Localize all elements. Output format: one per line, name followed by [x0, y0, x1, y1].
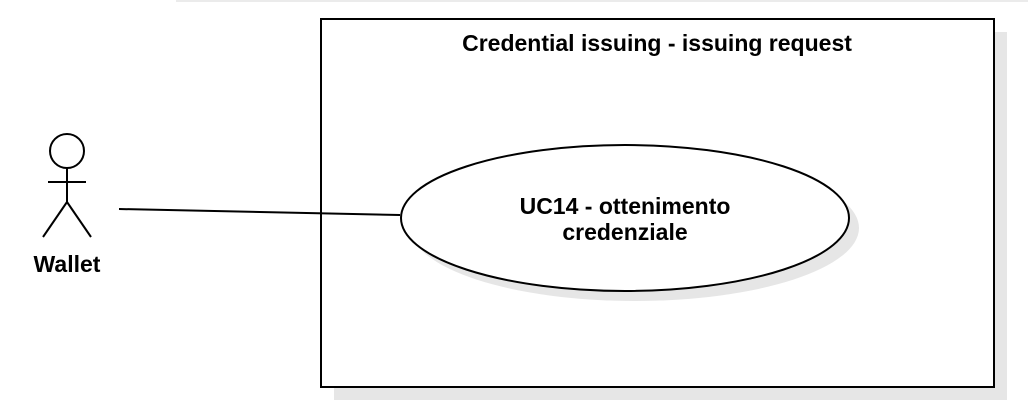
use-case-label-line1: UC14 - ottenimento	[520, 193, 731, 219]
system-boundary[interactable]: Credential issuing - issuing request	[320, 18, 1007, 400]
actor-label: Wallet	[34, 251, 101, 277]
canvas-top-edge	[176, 0, 1028, 2]
system-boundary-title: Credential issuing - issuing request	[462, 30, 852, 56]
actor-wallet[interactable]: Wallet	[34, 133, 101, 277]
association-line[interactable]	[118, 208, 401, 216]
actor-icon	[42, 133, 92, 238]
use-case-ellipse	[400, 144, 850, 292]
use-case-uc14[interactable]: UC14 - ottenimento credenziale	[400, 144, 859, 301]
use-case-label-line2: credenziale	[562, 219, 687, 245]
